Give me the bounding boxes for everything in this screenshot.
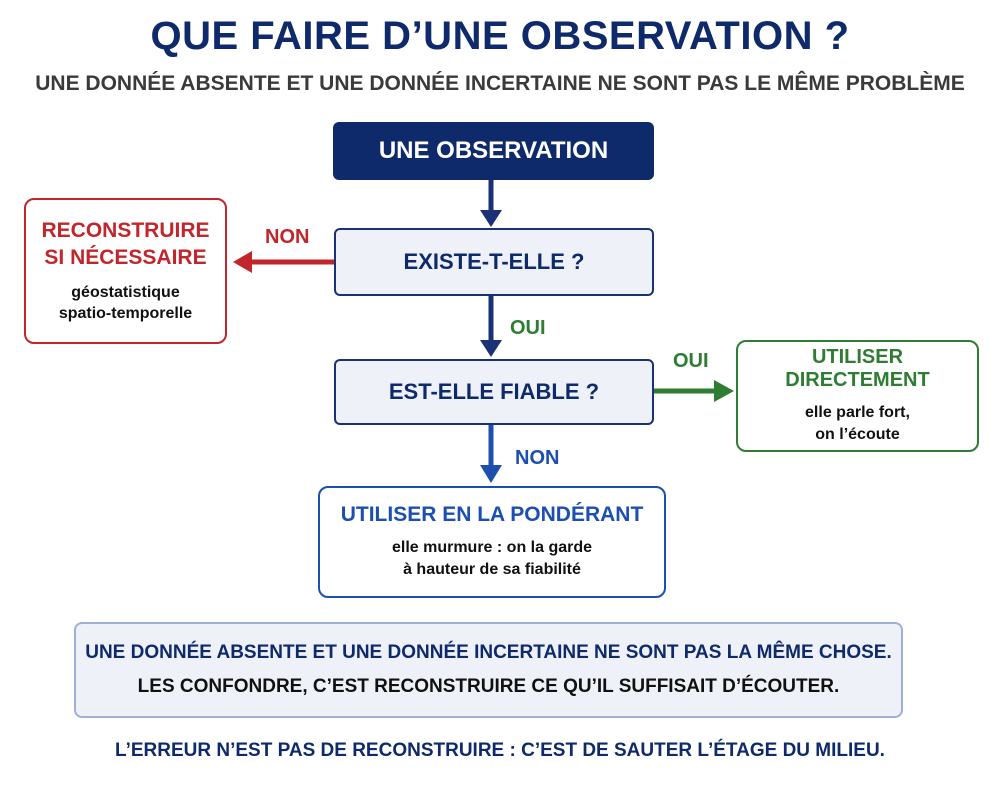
page-title: QUE FAIRE D’UNE OBSERVATION ? [150, 14, 850, 58]
arrowhead-exists-no [233, 251, 252, 273]
arrowhead-exists-yes [480, 340, 502, 357]
summary-line1: UNE DONNÉE ABSENTE ET UNE DONNÉE INCERTA… [85, 642, 892, 663]
arrowhead-reliable-no [480, 465, 502, 483]
summary-box: UNE DONNÉE ABSENTE ET UNE DONNÉE INCERTA… [74, 622, 903, 718]
arrowhead-reliable-yes [714, 380, 734, 402]
label-reliable-yes: OUI [673, 350, 709, 372]
direct-use-desc-line2: on l’écoute [815, 426, 900, 443]
label-exists-yes: OUI [510, 317, 546, 339]
reconstruct-desc-line2: spatio-temporelle [58, 305, 193, 323]
reconstruct-title-line2: SI NÉCESSAIRE [44, 246, 207, 270]
reconstruct-node: RECONSTRUIRE SI NÉCESSAIRE géostatistiqu… [24, 198, 227, 344]
weighted-use-desc-line2: à hauteur de sa fiabilité [403, 561, 581, 578]
weighted-use-title: UTILISER EN LA PONDÉRANT [340, 503, 644, 527]
label-exists-no: NON [265, 226, 310, 248]
footer-note: L’ERREUR N’EST PAS DE RECONSTRUIRE : C’E… [115, 740, 885, 761]
label-reliable-no: NON [515, 447, 560, 469]
weighted-use-node: UTILISER EN LA PONDÉRANT elle murmure : … [318, 486, 666, 598]
reconstruct-title-line1: RECONSTRUIRE [41, 219, 210, 243]
start-node: UNE OBSERVATION [333, 122, 654, 180]
direct-use-node: UTILISER DIRECTEMENT elle parle fort, on… [736, 340, 979, 452]
direct-use-title: UTILISER DIRECTEMENT [785, 346, 930, 392]
arrowhead-start-to-exists [480, 210, 502, 227]
reconstruct-desc-line1: géostatistique [71, 283, 180, 301]
question-exists: EXISTE-T-ELLE ? [334, 228, 654, 296]
weighted-use-desc-line1: elle murmure : on la garde [391, 539, 593, 557]
page-subtitle: UNE DONNÉE ABSENTE ET UNE DONNÉE INCERTA… [35, 72, 965, 95]
summary-line2: LES CONFONDRE, C’EST RECONSTRUIRE CE QU’… [137, 676, 840, 697]
question-reliable: EST-ELLE FIABLE ? [334, 359, 654, 425]
direct-use-desc-line1: elle parle fort, [805, 404, 910, 422]
